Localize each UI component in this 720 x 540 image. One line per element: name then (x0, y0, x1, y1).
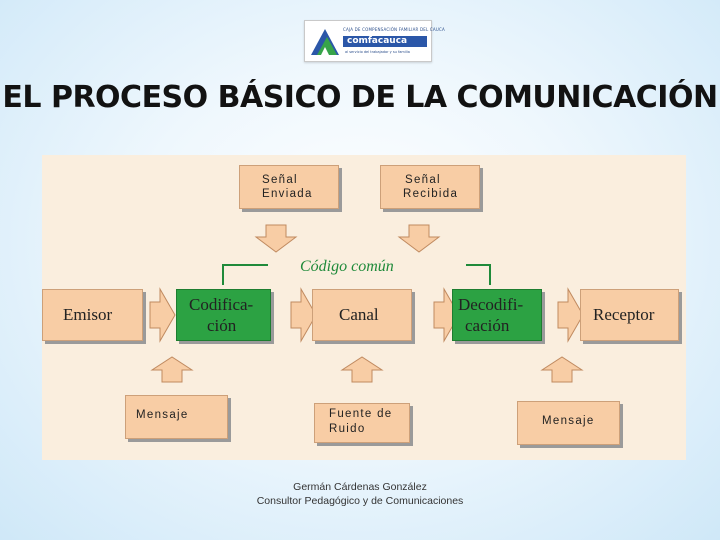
mensaje-right-box: Mensaje (517, 401, 620, 445)
mensaje-left-label: Mensaje (136, 409, 189, 421)
signal-received-box: Señal Recibida (380, 165, 480, 209)
receptor-label: Receptor (593, 305, 655, 324)
fuente-ruido-label-1: Fuente de (329, 408, 393, 420)
code-bracket-left (222, 264, 268, 285)
footer: Germán Cárdenas González Consultor Pedag… (0, 480, 720, 508)
fuente-ruido-box: Fuente de Ruido (314, 403, 410, 443)
logo-mountain-icon (311, 29, 339, 55)
canal-label: Canal (339, 305, 379, 324)
arrow-down-signal-received (397, 224, 441, 253)
author-role: Consultor Pedagógico y de Comunicaciones (256, 495, 464, 507)
mensaje-left-box: Mensaje (125, 395, 228, 439)
signal-sent-label-2: Enviada (262, 188, 313, 200)
code-bracket-right (466, 264, 491, 285)
arrow-down-signal-sent (254, 224, 298, 253)
decodificacion-label-1: Decodifi- (458, 295, 524, 314)
author-name: Germán Cárdenas González (293, 481, 427, 493)
codificacion-label-2: ción (207, 316, 237, 335)
diagram-arrows-layer (149, 224, 584, 383)
arrow-up-fuente-ruido (340, 356, 384, 383)
arrow-right-1 (149, 287, 176, 343)
codificacion-box: Codifica- ción (176, 289, 271, 341)
fuente-ruido-label-2: Ruido (329, 423, 366, 435)
signal-sent-box: Señal Enviada (239, 165, 339, 209)
logo-top-text: CAJA DE COMPENSACIÓN FAMILIAR DEL CAUCA (343, 27, 445, 32)
signal-sent-label-1: Señal (262, 174, 298, 186)
signal-received-label-2: Recibida (403, 188, 459, 200)
arrow-right-3 (433, 287, 460, 343)
arrow-right-4 (557, 287, 584, 343)
common-code-label: Código común (300, 258, 394, 275)
arrow-up-mensaje-left (150, 356, 194, 383)
receptor-box: Receptor (580, 289, 679, 341)
codificacion-label-1: Codifica- (189, 295, 254, 314)
page-title: EL PROCESO BÁSICO DE LA COMUNICACIÓN (2, 80, 718, 115)
emisor-label: Emisor (63, 305, 113, 324)
arrow-up-mensaje-right (540, 356, 584, 383)
canal-box: Canal (312, 289, 412, 341)
decodificacion-box: Decodifi- cación (452, 289, 542, 341)
emisor-box: Emisor (42, 289, 143, 341)
decodificacion-label-2: cación (465, 316, 510, 335)
arrow-right-2 (290, 287, 317, 343)
logo-tagline: al servicio del trabajador y su familia (345, 50, 410, 54)
communication-diagram: Señal Enviada Señal Recibida Código comú… (42, 155, 686, 460)
logo-name: comfacauca (343, 36, 427, 47)
signal-received-label-1: Señal (405, 174, 441, 186)
mensaje-right-label: Mensaje (542, 415, 595, 427)
comfacauca-logo: CAJA DE COMPENSACIÓN FAMILIAR DEL CAUCA … (304, 20, 445, 62)
